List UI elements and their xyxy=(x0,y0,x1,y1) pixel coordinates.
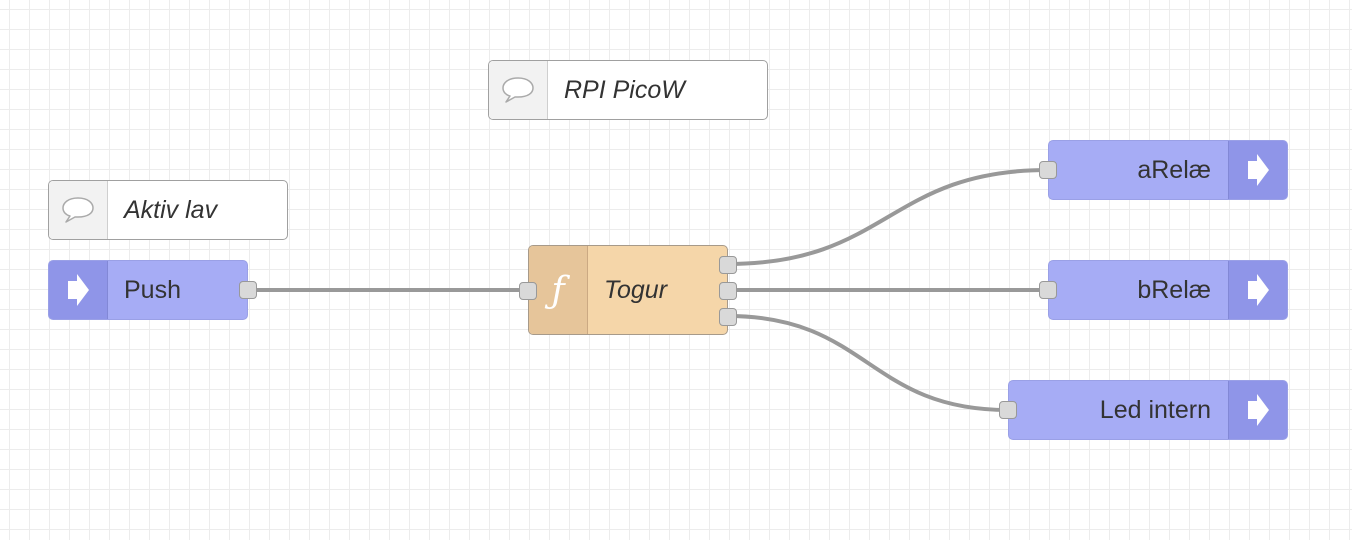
output-node-arelae[interactable]: aRelæ xyxy=(1039,140,1288,200)
output-node-led-intern[interactable]: Led intern xyxy=(999,380,1288,440)
node-label: Togur xyxy=(604,275,668,304)
output-port-3[interactable] xyxy=(719,308,737,326)
output-port-1[interactable] xyxy=(719,256,737,274)
function-icon: ƒ xyxy=(529,246,588,334)
wire-togur-to-arelae[interactable] xyxy=(726,168,1050,266)
function-node-togur[interactable]: ƒ Togur xyxy=(519,245,737,335)
input-port[interactable] xyxy=(999,401,1017,419)
node-label: Push xyxy=(124,275,181,304)
output-port[interactable] xyxy=(239,281,257,299)
input-port[interactable] xyxy=(1039,161,1057,179)
node-label: bRelæ xyxy=(1137,275,1211,304)
comment-label: Aktiv lav xyxy=(124,195,218,224)
arrow-out-icon xyxy=(1228,141,1287,199)
comment-label: RPI PicoW xyxy=(564,75,685,104)
input-node-push[interactable]: Push xyxy=(48,260,257,320)
input-port[interactable] xyxy=(519,282,537,300)
speech-bubble-icon xyxy=(489,61,548,119)
comment-node-rpi-picow[interactable]: RPI PicoW xyxy=(488,60,768,120)
comment-node-aktiv-lav[interactable]: Aktiv lav xyxy=(48,180,288,240)
arrow-out-icon xyxy=(1228,261,1287,319)
output-port-2[interactable] xyxy=(719,282,737,300)
arrow-out-icon xyxy=(1228,381,1287,439)
node-label: Led intern xyxy=(1099,395,1211,424)
arrow-in-icon xyxy=(49,261,108,319)
node-label: aRelæ xyxy=(1137,155,1211,184)
input-port[interactable] xyxy=(1039,281,1057,299)
wire-togur-to-led-intern[interactable] xyxy=(726,314,1010,412)
output-node-brelae[interactable]: bRelæ xyxy=(1039,260,1288,320)
speech-bubble-icon xyxy=(49,181,108,239)
